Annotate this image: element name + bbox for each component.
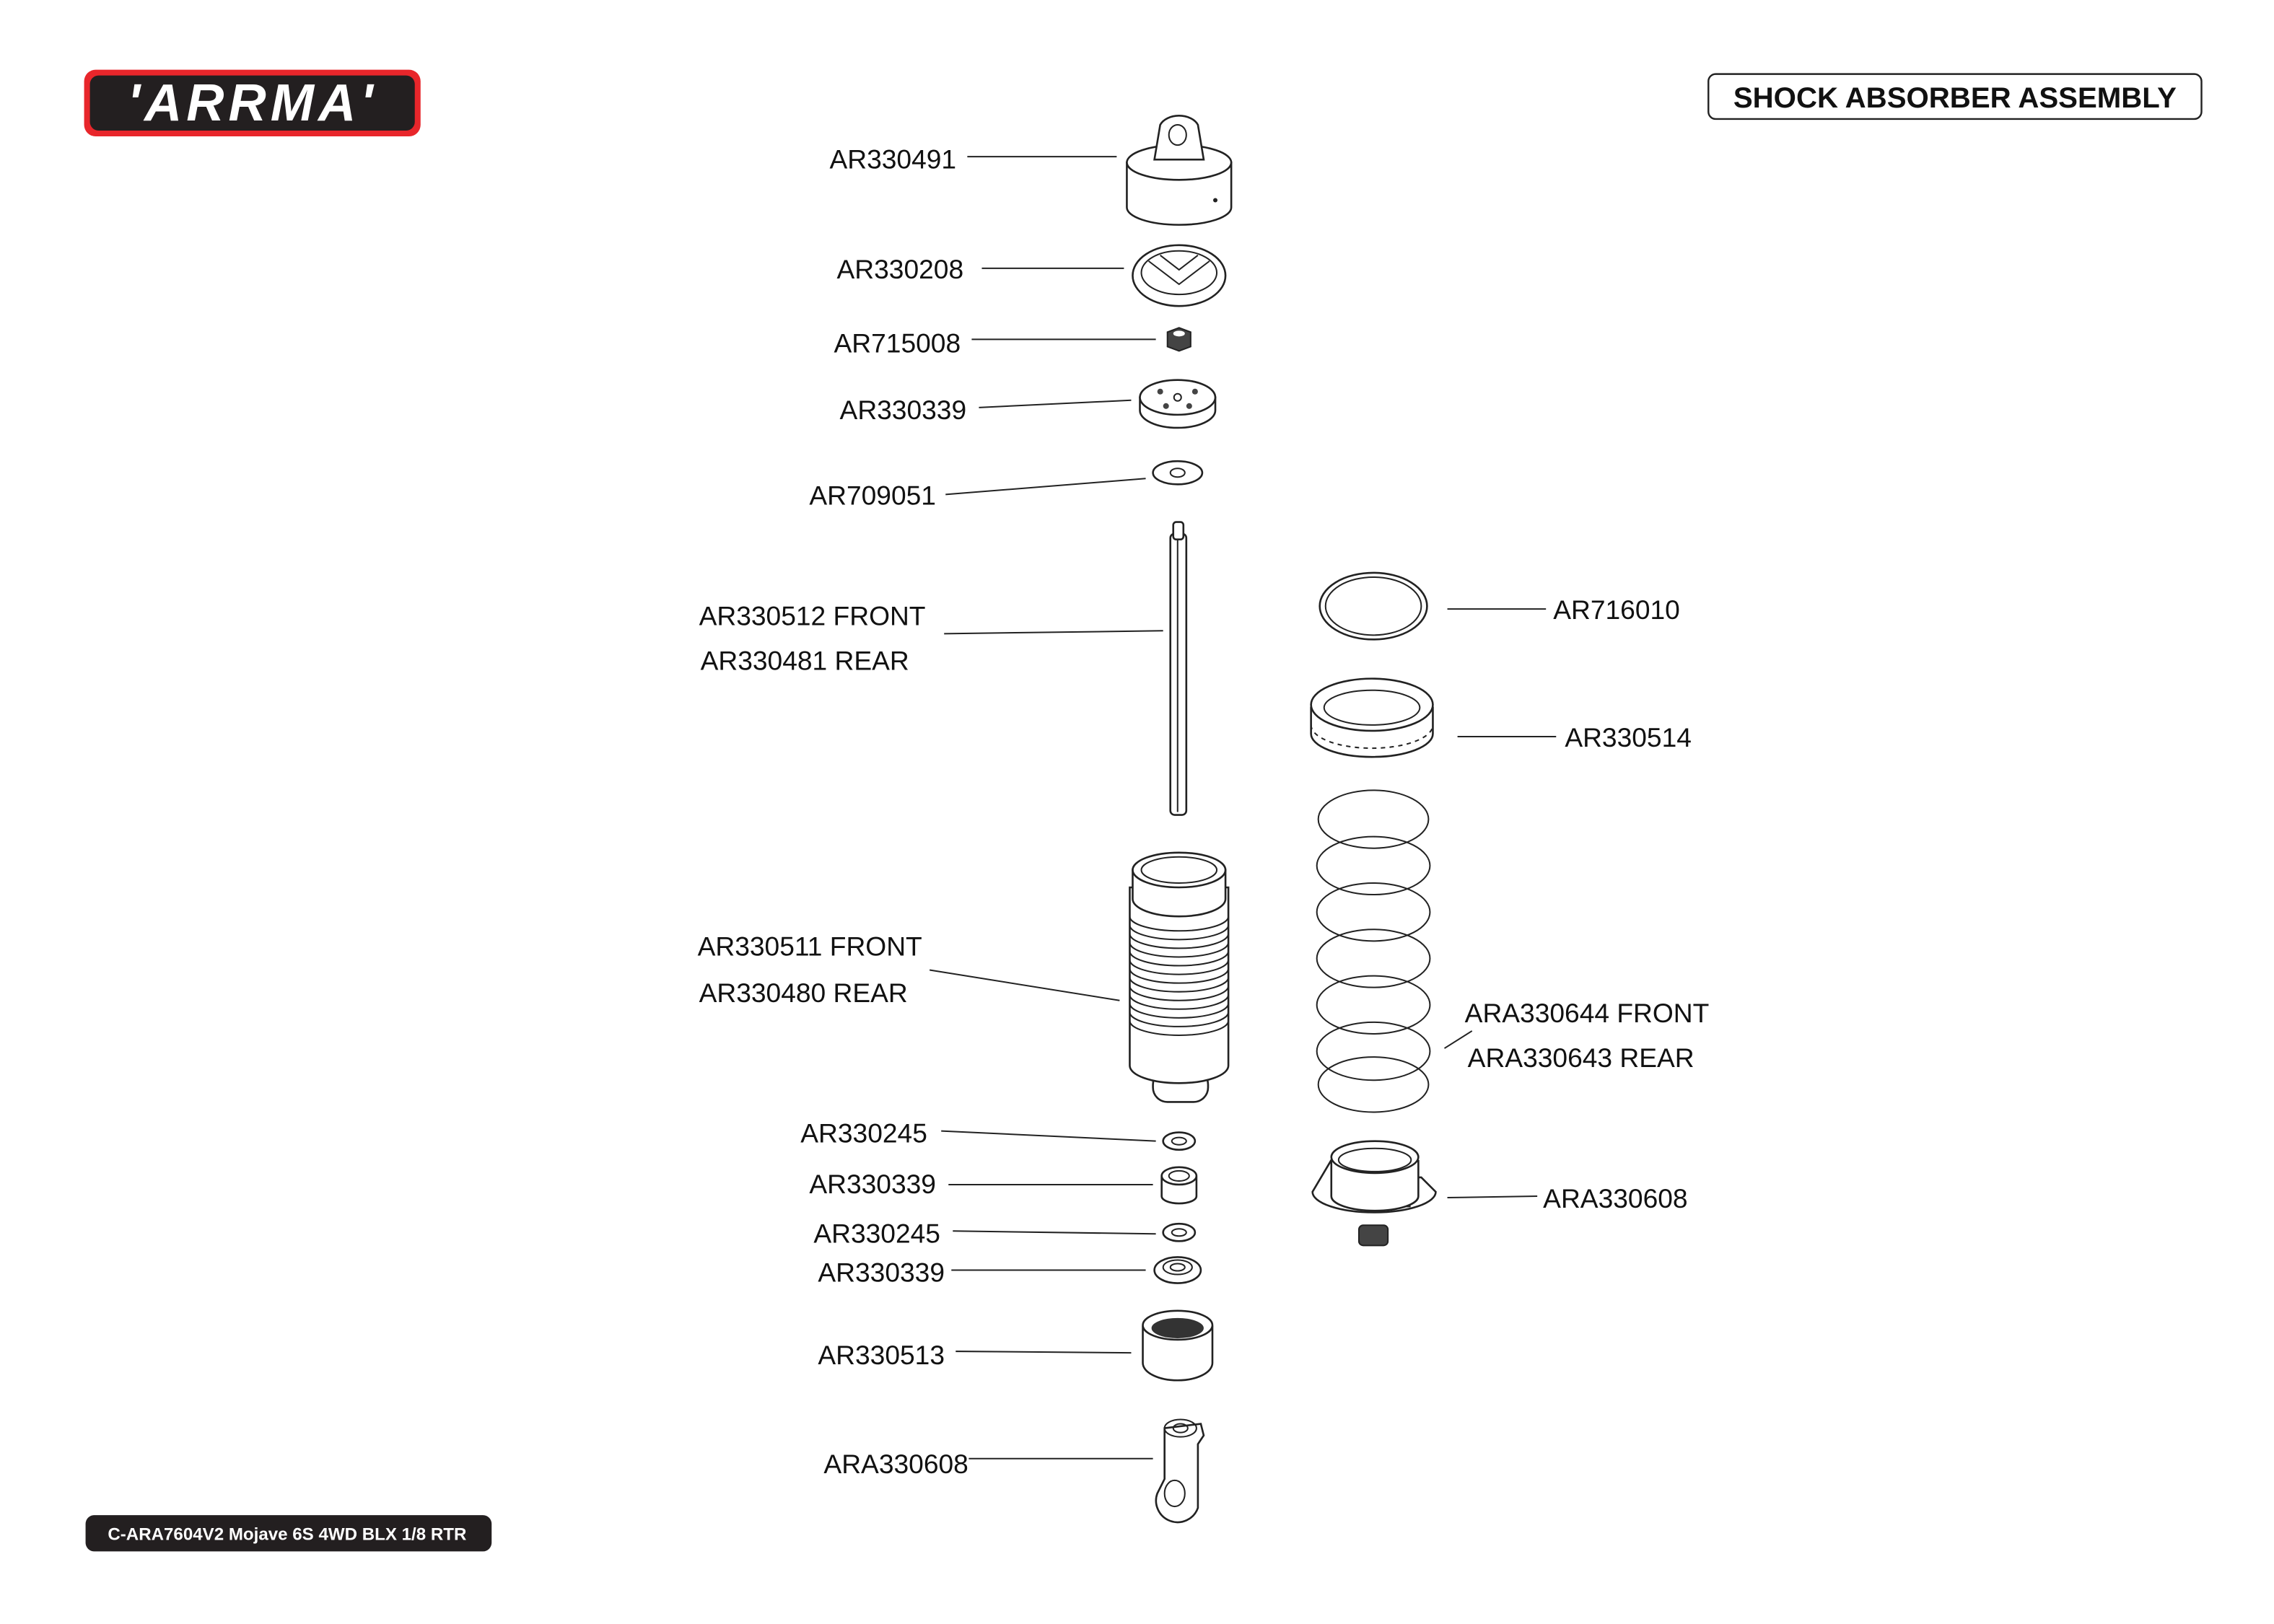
- spring-part: [1316, 789, 1431, 1113]
- part-label: AR330480 REAR: [699, 978, 908, 1008]
- bottom-cap-part: [1142, 1309, 1214, 1382]
- piston-part: [1139, 379, 1217, 429]
- part-label: AR330512 FRONT: [699, 600, 926, 631]
- locknut-part: [1166, 327, 1191, 352]
- shock-shaft-part: [1169, 521, 1188, 816]
- labels-right: AR716010 AR330514 ARA330644 FRONT ARA330…: [1443, 594, 1710, 1213]
- shock-cap-part: [1126, 115, 1233, 226]
- title-box: SHOCK ABSORBER ASSEMBLY: [1707, 73, 2203, 120]
- oring-part: [1162, 1222, 1197, 1242]
- oring-part: [1162, 1131, 1197, 1151]
- spacer-part: [1153, 1256, 1202, 1284]
- part-label: ARA330644 FRONT: [1465, 998, 1710, 1028]
- part-label: AR330339: [840, 395, 967, 425]
- arrma-logo: 'ARRMA': [84, 69, 421, 137]
- part-label: AR330245: [800, 1118, 927, 1149]
- washer-part: [1152, 460, 1204, 486]
- part-label: ARA330608: [1543, 1183, 1687, 1213]
- part-label: AR709051: [809, 480, 936, 510]
- part-label: AR330511 FRONT: [698, 931, 922, 961]
- part-label: AR715008: [834, 328, 961, 358]
- model-label: C-ARA7604V2 Mojave 6S 4WD BLX 1/8 RTR: [108, 1524, 466, 1544]
- part-label: AR330339: [818, 1257, 945, 1288]
- part-label: AR330491: [829, 144, 956, 174]
- part-label: AR716010: [1553, 594, 1680, 625]
- thread-lines: [1129, 916, 1230, 1036]
- page-title: SHOCK ABSORBER ASSEMBLY: [1733, 82, 2177, 114]
- bushing-part: [1160, 1166, 1198, 1205]
- diaphragm-part: [1132, 244, 1227, 307]
- part-label: ARA330643 REAR: [1468, 1043, 1694, 1073]
- model-badge: C-ARA7604V2 Mojave 6S 4WD BLX 1/8 RTR: [85, 1515, 492, 1552]
- spring-collar-part: [1310, 677, 1434, 758]
- rod-end-part: [1155, 1418, 1205, 1524]
- part-label: AR330208: [837, 254, 964, 284]
- labels-left: AR330491 AR330208 AR715008 AR330339 AR70…: [698, 144, 1163, 1479]
- shock-body-part: [1129, 851, 1230, 1103]
- part-label: AR330513: [818, 1340, 945, 1370]
- part-label: AR330514: [1565, 722, 1692, 752]
- part-label: AR330245: [813, 1218, 940, 1248]
- part-label: AR330339: [809, 1169, 936, 1199]
- spring-cup-part: [1311, 1140, 1437, 1247]
- oring-large-part: [1319, 571, 1428, 641]
- svg-text:'ARRMA': 'ARRMA': [128, 74, 377, 132]
- part-label: ARA330608: [823, 1449, 968, 1479]
- part-label: AR330481 REAR: [701, 646, 909, 676]
